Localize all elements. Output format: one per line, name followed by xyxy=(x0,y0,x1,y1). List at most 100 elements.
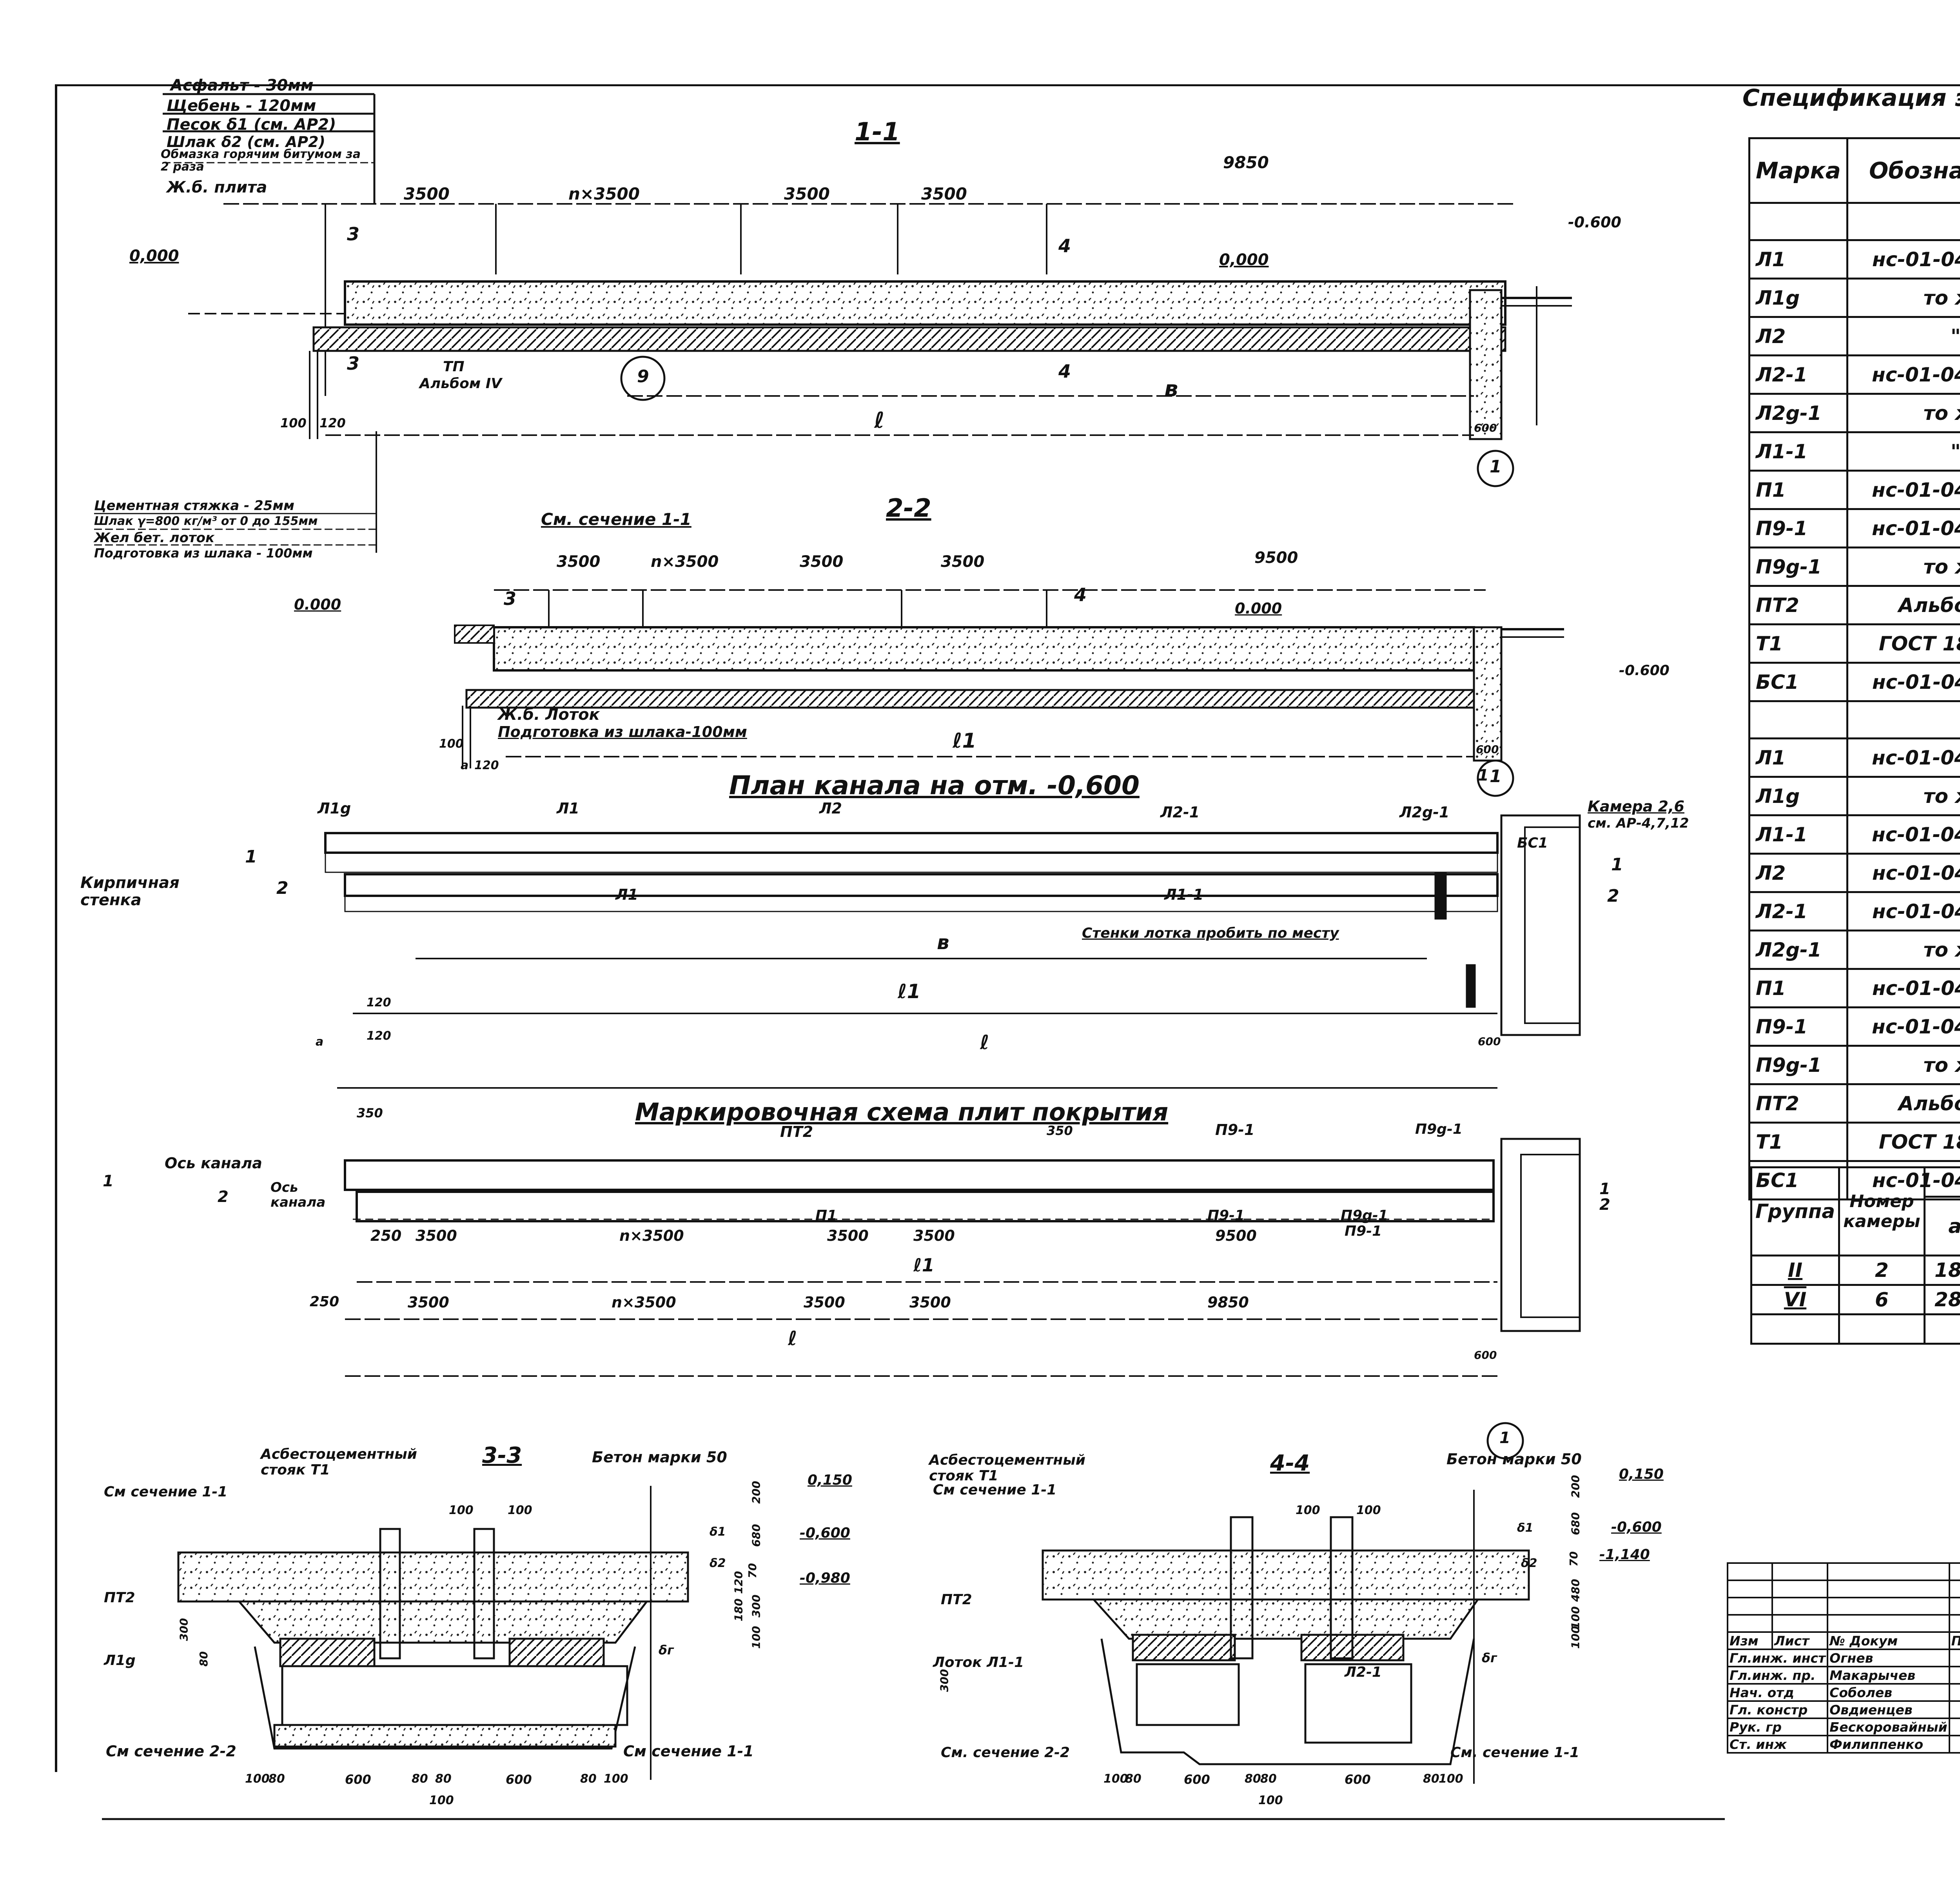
plan-label-l2g-1: Л2g-1 xyxy=(1399,804,1450,821)
plan-dim-b: в xyxy=(937,931,949,954)
spec-row: Л2g-1то же"Л2g-120,18т xyxy=(1748,393,1960,433)
dim-2-2-l1: ℓ1 xyxy=(953,729,976,753)
spec-row: П9g-1то же"П9g-150,15т xyxy=(1748,547,1960,587)
dim-2-2-120: 120 xyxy=(474,759,499,772)
tb-col-sheet: Лист xyxy=(1771,1631,1829,1650)
marking-dim-350-left: 350 xyxy=(357,1106,383,1120)
marking-dim-r1-3: 3500 xyxy=(827,1227,869,1244)
spec-ref: нс-01-04 вып 2 xyxy=(1846,239,1960,280)
cut-3-2-2: 3 xyxy=(504,588,517,609)
spec-mark: Л1 xyxy=(1748,239,1848,280)
section-4-4-elev-2: -0,600 xyxy=(1611,1519,1662,1535)
plan-axis-marker: 1 xyxy=(1478,766,1489,784)
marking-cut-2-right: 2 xyxy=(1599,1196,1610,1214)
legend-slab: Ж.б. плита xyxy=(167,178,267,196)
spec-ref: то же xyxy=(1846,278,1960,318)
dim-2-2-b: n×3500 xyxy=(651,553,719,571)
spec-mark: Л1-1 xyxy=(1748,814,1848,855)
spec-ref: то же xyxy=(1846,930,1960,970)
plan-note: Стенки лотка пробить по месту xyxy=(1082,925,1339,941)
size-row: VI 6 280 25200 41600 41250 6 0.011 xyxy=(1750,1284,1960,1315)
spec-mark: ПТ2 xyxy=(1748,1083,1848,1124)
spec-ref: ГОСТ 1839-72 xyxy=(1846,623,1960,664)
marking-axis-label-2: Ось канала xyxy=(270,1180,326,1210)
section-3-3-dim-100r: 100 xyxy=(750,1626,763,1649)
marking-cut-1-right: 1 xyxy=(1599,1180,1610,1198)
spec-mark: П9g-1 xyxy=(1748,547,1848,587)
marking-dim-r2-0: 250 xyxy=(310,1294,339,1310)
plan-chamber-ref-2: см. АР-4,7,12 xyxy=(1588,815,1689,831)
spec-mark: БС1 xyxy=(1748,662,1848,702)
spec-row: Л1-1""Л1-140,73т xyxy=(1748,431,1960,472)
section-3-3-dim-b5: 600 xyxy=(506,1772,532,1787)
section-3-3-dim-180: 180 xyxy=(732,1598,745,1621)
axis-marker-2-2: 1 xyxy=(1490,766,1502,786)
plan-label-l2-1: Л2-1 xyxy=(1160,804,1200,821)
marking-dim-r1-5: 9500 xyxy=(1215,1227,1257,1244)
elev-1-1-left: 0,000 xyxy=(129,247,179,265)
section-4-4-dim-100-b: 100 xyxy=(1356,1503,1381,1517)
section-4-4-dim-70: 70 xyxy=(1567,1551,1580,1567)
section-4-4-dim-b0: 100 xyxy=(1103,1772,1128,1786)
dim-2-2-a-label: a xyxy=(461,759,469,772)
elev-1-1-mid: 0,000 xyxy=(1219,251,1269,269)
section-3-3-dim-b7: 100 xyxy=(604,1772,628,1786)
section-3-3-elev-2: -0,600 xyxy=(800,1525,850,1541)
cut-3-marker: 3 xyxy=(347,223,360,245)
spec-mark: П1 xyxy=(1748,470,1848,510)
section-4-4-lines xyxy=(1042,1422,1530,1784)
section-3-3-dim-100-a: 100 xyxy=(449,1503,474,1517)
spec-row: Л2"ЛотокЛ280,88т xyxy=(1748,316,1960,356)
section-4-4-dim-b7: 100 xyxy=(1439,1772,1463,1786)
plan-chamber-ref-1: Камера 2,6 xyxy=(1588,798,1684,815)
tb-staff-role: Рук. гр xyxy=(1726,1718,1829,1736)
section-4-4-see-top: См сечение 1-1 xyxy=(933,1482,1057,1498)
section-4-4-tray-right: Л2-1 xyxy=(1345,1664,1382,1680)
section-4-4-dim-b2: 600 xyxy=(1184,1772,1210,1787)
callout-ref-tp: ТП xyxy=(443,359,465,375)
spec-group-row: Канал группы II из 30 автомобилей xyxy=(1748,202,1960,241)
cut-4-2-2: 4 xyxy=(1074,584,1087,605)
cut-3-marker-lower: 3 xyxy=(347,353,360,374)
spec-header-mark: Марка xyxy=(1748,137,1848,204)
spec-ref: нс-01-04 вып 2 xyxy=(1846,853,1960,893)
legend-slag-fill: Шлак γ=800 кг/м³ от 0 до 155мм xyxy=(94,514,318,528)
section-1-1-lines xyxy=(188,203,1572,487)
spec-mark: ПТ2 xyxy=(1748,585,1848,625)
legend-bitumen: Обмазка горячим битумом за 2 раза xyxy=(161,147,361,174)
section-4-4-concrete-label: Бетон марки 50 xyxy=(1446,1451,1582,1468)
plan-dim-l: ℓ xyxy=(980,1031,989,1054)
spec-table-title: Спецификация элементов, расположенных на… xyxy=(1742,84,1960,112)
section-4-4-delta-g: δг xyxy=(1482,1650,1497,1665)
plan-label-l2: Л2 xyxy=(819,800,842,817)
spec-header-row: Марка Обозначение Наименование Кол. Прим… xyxy=(1748,137,1960,204)
spec-ref: Альбом IV xyxy=(1846,585,1960,625)
spec-mark: Л1-1 xyxy=(1748,431,1848,472)
size-row-chamber: 6 xyxy=(1838,1284,1926,1315)
spec-row: ПТ2Альбом IV"ПТ2200,08т xyxy=(1748,1083,1960,1124)
section-3-3-dim-120: 120 xyxy=(732,1571,745,1594)
section-3-3-elev-3: -0,980 xyxy=(800,1570,850,1586)
legend-asphalt: Асфальт - 30мм xyxy=(171,76,314,94)
spec-ref: то же xyxy=(1846,776,1960,816)
spec-ref: нс-01-04 вып.2 xyxy=(1846,470,1960,510)
elev-1-1-right: -0.600 xyxy=(1568,214,1621,231)
spec-row: Л2-1нс-01-04 вып.6то жеЛ2-130,88т xyxy=(1748,354,1960,395)
marking-cut-2-left: 2 xyxy=(218,1188,229,1206)
section-3-3-dim-300-left: 300 xyxy=(177,1618,191,1641)
section-3-3-dim-b0: 100 xyxy=(245,1772,270,1786)
dim-2-2-600: 600 xyxy=(1476,743,1499,756)
plan-dim-l1: ℓ1 xyxy=(898,980,921,1003)
plan-cut-2-left: 2 xyxy=(276,878,289,898)
size-header-row-2: a в ℓ ℓ1 n i xyxy=(1751,1196,1960,1256)
section-4-4-see-br: См. сечение 1-1 xyxy=(1450,1745,1580,1761)
plan-label-l1-bottom: Л1 xyxy=(615,886,639,903)
